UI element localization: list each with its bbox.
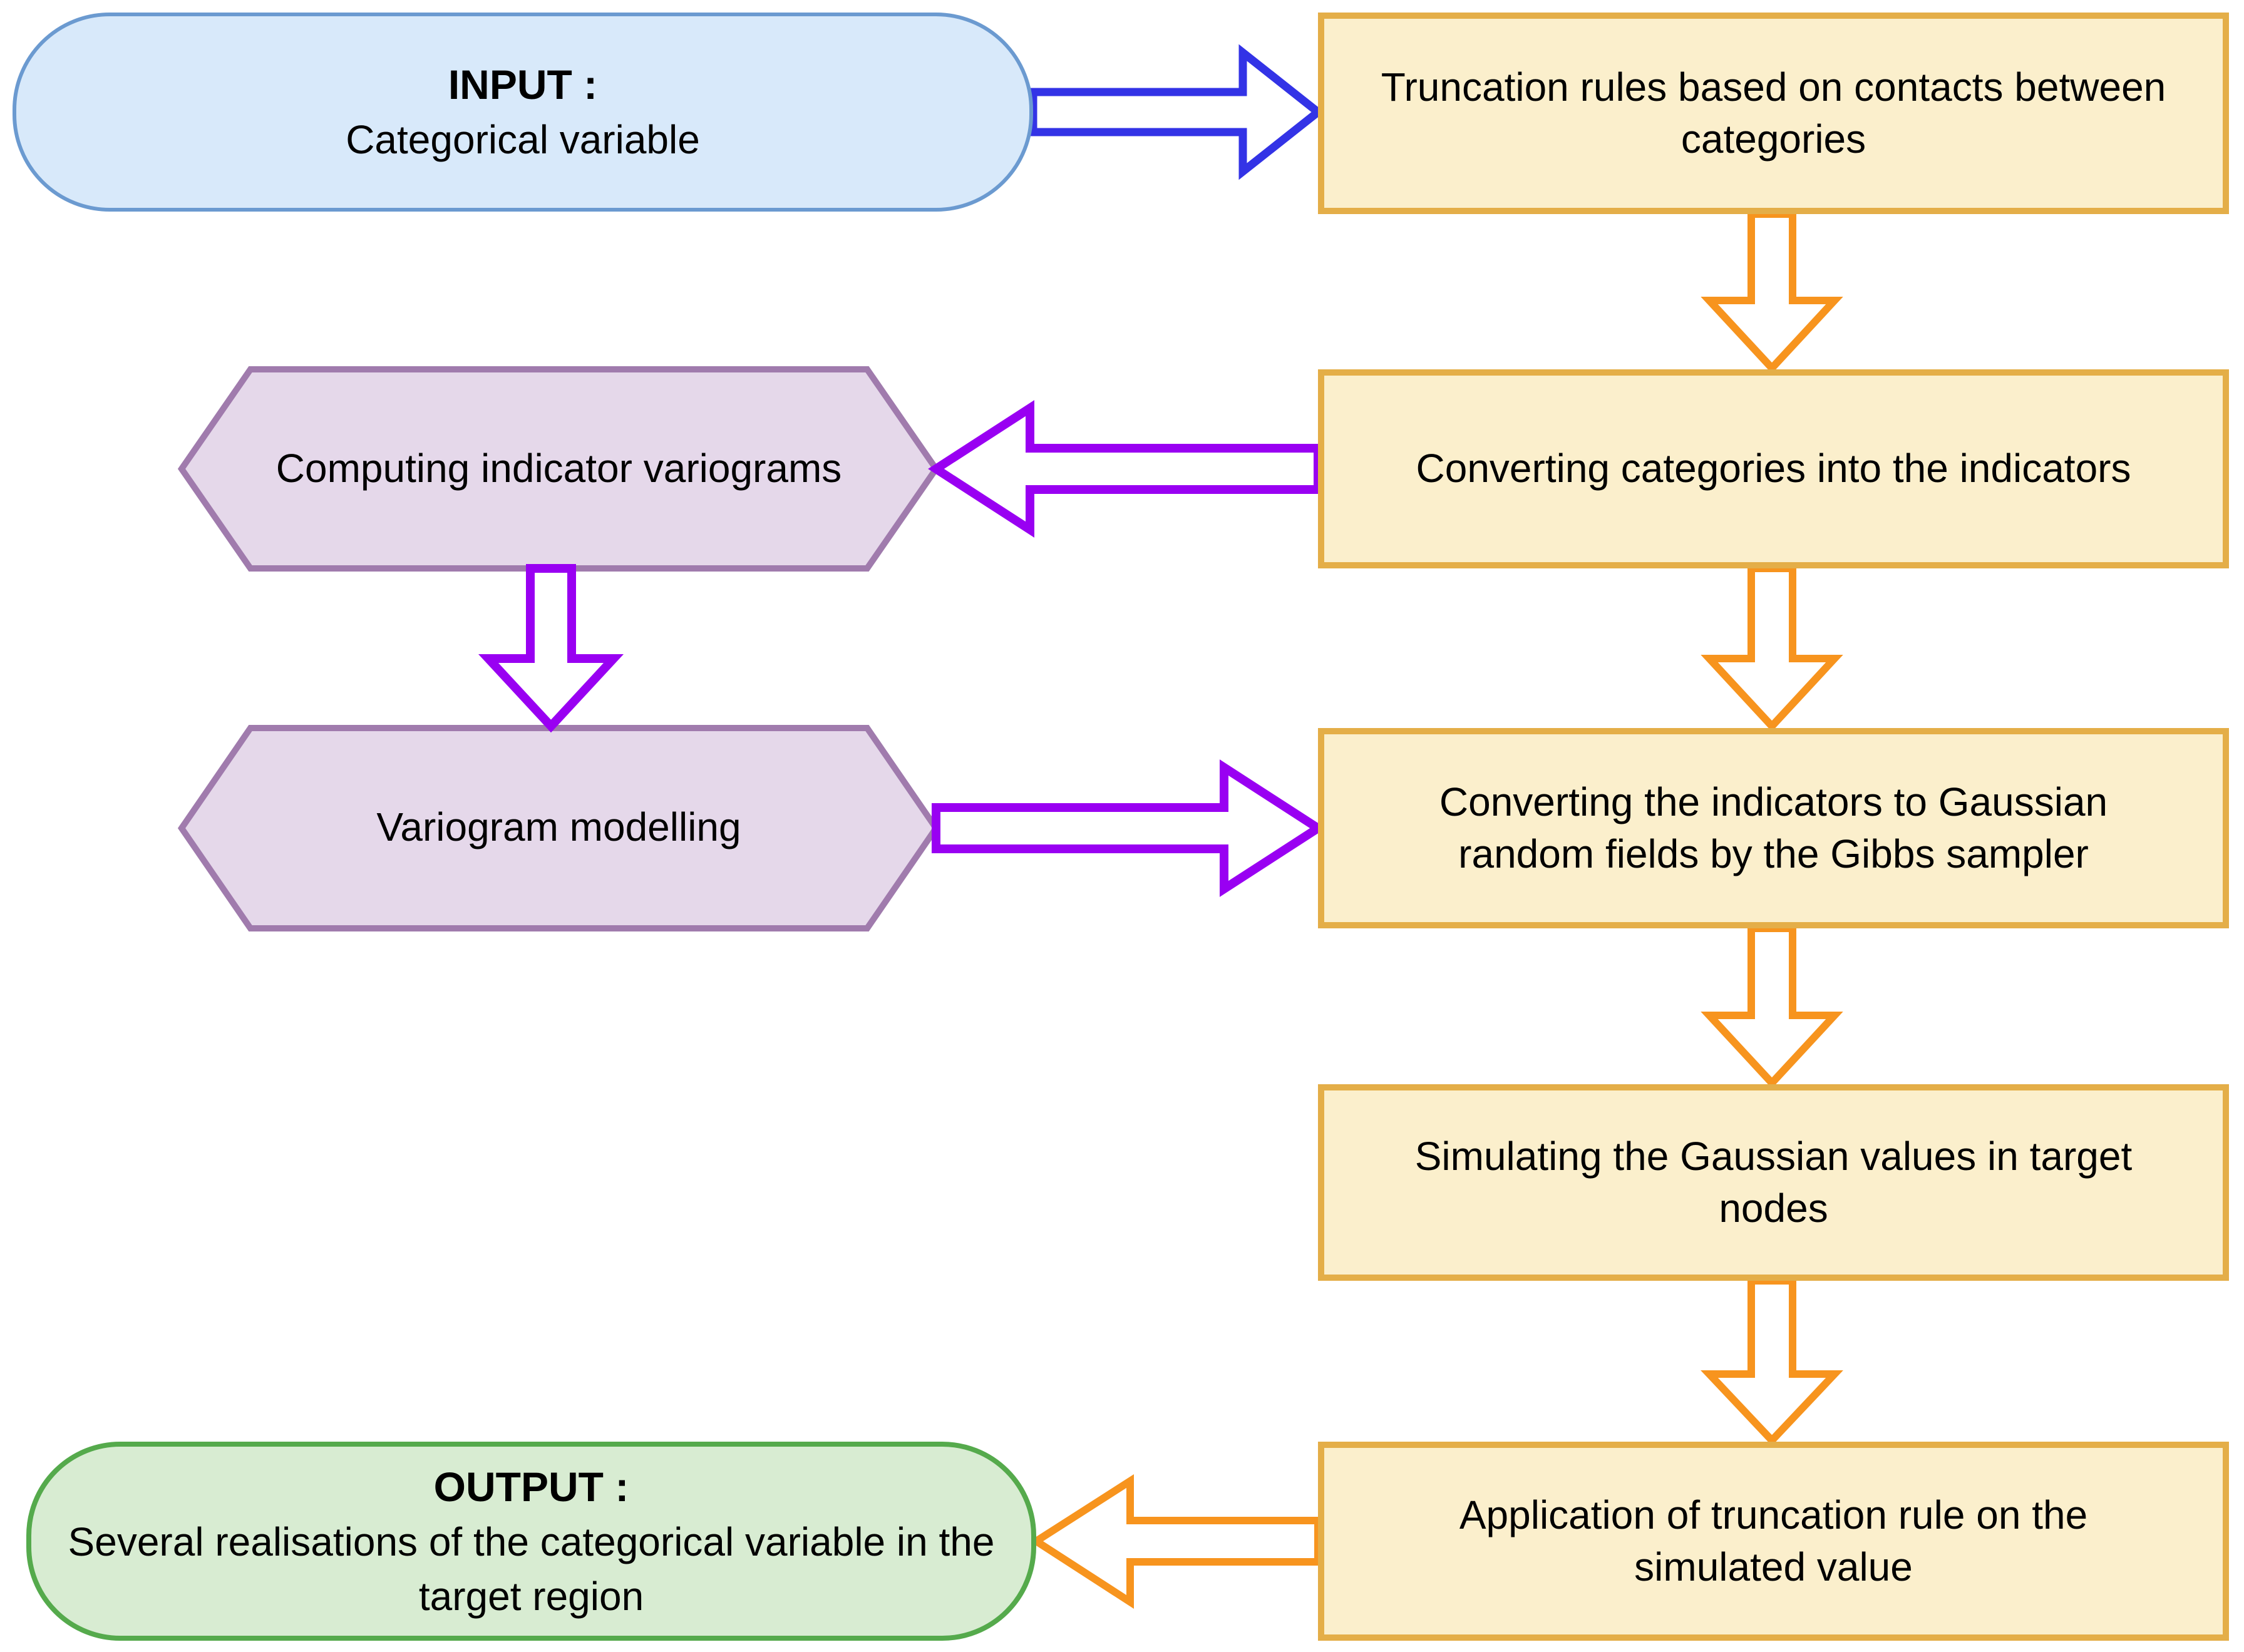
output-subtitle: Several realisations of the categorical … — [68, 1519, 995, 1619]
arrow-truncation-to-converting — [1701, 210, 1843, 374]
arrow-application-to-output — [1029, 1474, 1322, 1609]
variogram-modelling-label: Variogram modelling — [376, 804, 741, 850]
arrow-converting-to-variograms — [928, 400, 1322, 538]
node-truncation-rules: Truncation rules based on contacts betwe… — [1318, 13, 2229, 214]
node-output: OUTPUT : Several realisations of the cat… — [26, 1442, 1036, 1641]
node-application-truncation: Application of truncation rule on the si… — [1318, 1442, 2229, 1641]
arrow-variograms-to-modelling — [478, 564, 624, 733]
node-variogram-modelling: Variogram modelling — [244, 728, 873, 927]
arrow-gibbs-to-simulating — [1701, 925, 1843, 1089]
node-computing-variograms: Computing indicator variograms — [244, 369, 873, 568]
input-title: INPUT : — [448, 61, 598, 108]
arrow-simulating-to-application — [1701, 1277, 1843, 1446]
computing-variograms-label: Computing indicator variograms — [275, 446, 842, 491]
application-truncation-label: Application of truncation rule on the si… — [1459, 1492, 2088, 1589]
arrow-converting-to-gibbs — [1701, 565, 1843, 732]
input-subtitle: Categorical variable — [346, 117, 700, 163]
arrow-input-to-truncation — [1029, 44, 1325, 180]
node-input: INPUT : Categorical variable — [13, 13, 1033, 212]
node-converting-indicators: Converting the indicators to Gaussian ra… — [1318, 728, 2229, 928]
truncation-rules-label: Truncation rules based on contacts betwe… — [1381, 64, 2166, 162]
arrow-modelling-to-gibbs — [932, 759, 1326, 897]
converting-indicators-label: Converting the indicators to Gaussian ra… — [1439, 779, 2108, 876]
output-title: OUTPUT : — [433, 1464, 629, 1511]
converting-categories-label: Converting categories into the indicator… — [1416, 446, 2131, 491]
node-simulating-gaussian: Simulating the Gaussian values in target… — [1318, 1084, 2229, 1281]
simulating-gaussian-label: Simulating the Gaussian values in target… — [1414, 1133, 2133, 1231]
node-converting-categories: Converting categories into the indicator… — [1318, 369, 2229, 568]
